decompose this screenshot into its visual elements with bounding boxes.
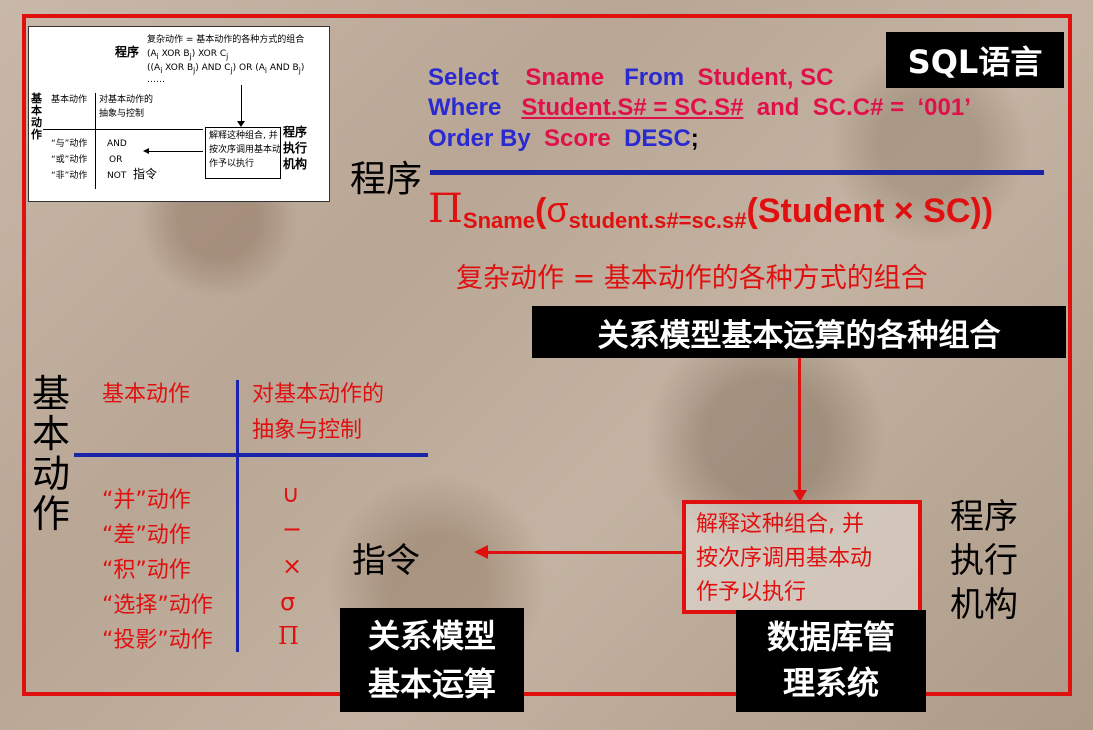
thumb-expr1: (Ai XOR Bj) XOR Cj: [147, 49, 229, 61]
thumb-op-not: “非”动作: [51, 171, 88, 181]
explain-line-2: 按次序调用基本动: [696, 546, 873, 571]
sql-language-badge: SQL语言: [886, 32, 1064, 88]
thumbnail-diagram: 程序 复杂动作 = 基本动作的各种方式的组合 (Ai XOR Bj) XOR C…: [28, 26, 330, 202]
symbol-union: ∪: [282, 480, 300, 508]
table-head-left: 基本动作: [102, 382, 191, 407]
thumb-jiben: 基本动作: [51, 95, 88, 105]
thumb-op-or: “或”动作: [51, 155, 88, 165]
table-row-select: “选择”动作: [102, 593, 213, 618]
table-row-diff: “差”动作: [102, 523, 191, 548]
thumb-exec-3: 机构: [283, 157, 308, 171]
arrow-down-line: [798, 358, 801, 492]
thumb-explain-1: 解释这种组合, 并: [209, 131, 278, 141]
thumb-instr: 指令: [133, 167, 158, 181]
thumb-left-vertical: 基本动作: [31, 92, 42, 141]
table-row-project: “投影”动作: [102, 628, 213, 653]
thumb-logic-not: NOT: [107, 171, 127, 181]
thumb-abstract1: 对基本动作的: [99, 95, 154, 105]
table-head-right-2: 抽象与控制: [252, 418, 363, 443]
thumb-abstract2: 抽象与控制: [99, 109, 145, 119]
table-head-right-1: 对基本动作的: [252, 382, 385, 407]
explain-line-3: 作予以执行: [696, 580, 807, 605]
thumb-logic-and: AND: [107, 139, 127, 149]
thumb-explain-2: 按次序调用基本动: [209, 145, 282, 155]
exec-mechanism-label: 程序 执行 机构: [950, 497, 1018, 625]
arrow-down-head: [793, 490, 807, 502]
program-divider: [430, 170, 1044, 175]
table-row-union: “并”动作: [102, 488, 191, 513]
table-row-product: “积”动作: [102, 558, 191, 583]
relational-ops-box: 关系模型 基本运算: [340, 608, 524, 712]
table-hline: [74, 453, 428, 457]
thumb-op-and: “与”动作: [51, 139, 88, 149]
explain-line-1: 解释这种组合, 并: [696, 512, 864, 537]
red-frame: [22, 14, 1072, 696]
table-vline: [236, 380, 239, 652]
thumb-complex: 复杂动作 = 基本动作的各种方式的组合: [147, 35, 305, 45]
sql-line-order: Order By Score DESC;: [428, 125, 699, 152]
dbms-box: 数据库管 理系统: [736, 610, 926, 712]
thumb-exec-1: 程序: [283, 125, 308, 139]
symbol-select: σ: [280, 588, 296, 616]
symbol-diff: −: [282, 515, 303, 543]
arrow-left-line: [486, 551, 682, 554]
complex-action-text: 复杂动作 = 基本动作的各种方式的组合: [456, 263, 928, 294]
arrow-left-head: [474, 545, 488, 559]
relation-combo-box: 关系模型基本运算的各种组合: [532, 306, 1066, 358]
sql-line-select: Select Sname From Student, SC: [428, 64, 834, 91]
thumb-ellipsis: ……: [147, 75, 165, 85]
symbol-project: Π: [278, 622, 299, 650]
thumb-prog-label: 程序: [115, 45, 140, 59]
symbol-product: ×: [282, 552, 303, 580]
program-label: 程序: [350, 159, 423, 200]
instruction-label: 指令: [352, 541, 420, 581]
sql-line-where: Where Student.S# = SC.S# and SC.C# = ‘00…: [428, 94, 971, 121]
thumb-expr2: ((Ai XOR Bj) AND Cj) OR (Ai AND Bj): [147, 63, 305, 75]
basic-action-vertical: 基 本 动 作: [32, 372, 71, 536]
relational-formula: ΠSname(σstudent.s#=sc.s#(Student × SC)): [428, 186, 994, 233]
thumb-explain-3: 作予以执行: [209, 159, 255, 169]
thumb-exec-2: 执行: [283, 141, 308, 155]
explain-box: 解释这种组合, 并 按次序调用基本动 作予以执行: [682, 500, 922, 614]
thumb-logic-or: OR: [109, 155, 123, 165]
